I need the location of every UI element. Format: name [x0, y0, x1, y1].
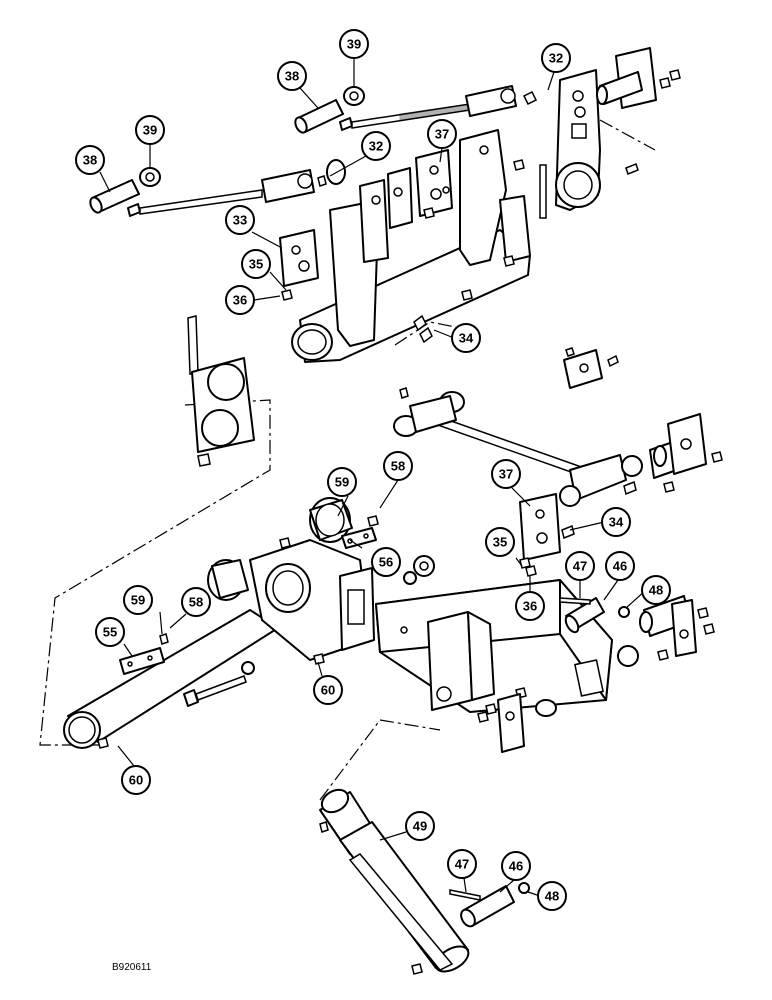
- callout-37: 37: [427, 119, 457, 149]
- callout-33: 33: [225, 205, 255, 235]
- callout-60: 60: [121, 765, 151, 795]
- callout-label: 33: [233, 213, 247, 228]
- callout-56: 56: [371, 547, 401, 577]
- callout-60: 60: [313, 675, 343, 705]
- plate-56: [341, 527, 377, 549]
- callout-37: 37: [491, 459, 521, 489]
- pivot-bracket-right: [539, 47, 681, 219]
- link-bar-upper: [465, 85, 538, 117]
- callout-label: 48: [649, 583, 663, 598]
- callout-label: 60: [321, 683, 335, 698]
- plate-33: [279, 229, 319, 287]
- callout-label: 56: [379, 555, 393, 570]
- callout-label: 38: [83, 153, 97, 168]
- leader-lines: [99, 58, 647, 897]
- callout-label: 46: [509, 859, 523, 874]
- callout-47: 47: [565, 551, 595, 581]
- small-plate-upper-right: [563, 347, 619, 389]
- callout-label: 39: [143, 123, 157, 138]
- callout-label: 55: [103, 625, 117, 640]
- washer-39-left: [139, 167, 161, 187]
- callout-58: 58: [383, 451, 413, 481]
- callout-label: 35: [249, 257, 263, 272]
- plate-55: [119, 647, 165, 675]
- pin-46-lower: [460, 885, 515, 928]
- callouts: 39 38 32 39 38 32 37 33: [75, 29, 671, 911]
- bushing-left: [207, 559, 249, 601]
- callout-38: 38: [75, 145, 105, 175]
- bracket-plate-right: [617, 595, 715, 667]
- callout-label: 34: [609, 515, 624, 530]
- callout-36: 36: [225, 285, 255, 315]
- callout-59: 59: [327, 467, 357, 497]
- callout-32: 32: [361, 131, 391, 161]
- bottom-bracket-plate: [477, 693, 525, 753]
- callout-48: 48: [537, 881, 567, 911]
- callout-59: 59: [123, 585, 153, 615]
- headlamp-bracket: [187, 315, 255, 467]
- callout-label: 32: [369, 139, 383, 154]
- rear-box-frame: [375, 579, 613, 717]
- plate-37-upper: [415, 149, 453, 217]
- callout-32: 32: [541, 43, 571, 73]
- drawing-code: B920611: [112, 962, 152, 973]
- callout-35: 35: [241, 249, 271, 279]
- callout-label: 59: [335, 475, 349, 490]
- callout-label: 34: [459, 331, 474, 346]
- callout-46: 46: [501, 851, 531, 881]
- pin-38-left: [89, 179, 140, 214]
- callout-label: 38: [285, 69, 299, 84]
- callout-35: 35: [485, 527, 515, 557]
- callout-46: 46: [605, 551, 635, 581]
- callout-39: 39: [339, 29, 369, 59]
- upper-tube-assembly: [291, 129, 531, 363]
- middle-hardware: [63, 387, 723, 753]
- pin-38-upper: [294, 99, 344, 134]
- callout-label: 58: [391, 459, 405, 474]
- callout-label: 32: [549, 51, 563, 66]
- link-bar-left: [261, 169, 315, 203]
- callout-58: 58: [181, 587, 211, 617]
- washer-39-upper: [343, 86, 365, 106]
- callout-47: 47: [447, 849, 477, 879]
- callout-label: 49: [413, 819, 427, 834]
- plate-37-lower: [519, 493, 575, 577]
- callout-39: 39: [135, 115, 165, 145]
- callout-label: 60: [129, 773, 143, 788]
- callout-label: 48: [545, 889, 559, 904]
- callout-label: 59: [131, 593, 145, 608]
- nut-center: [403, 555, 435, 585]
- callout-label: 36: [523, 599, 537, 614]
- callout-label: 39: [347, 37, 361, 52]
- cylinder-49: [319, 788, 470, 975]
- callout-label: 47: [455, 857, 469, 872]
- rod-assembly: [393, 387, 723, 507]
- callout-49: 49: [405, 811, 435, 841]
- callout-38: 38: [277, 61, 307, 91]
- callout-label: 58: [189, 595, 203, 610]
- callout-label: 37: [435, 127, 449, 142]
- lower-hardware: [319, 788, 530, 975]
- bolt-left: [127, 189, 263, 217]
- callout-36: 36: [515, 591, 545, 621]
- callout-34: 34: [451, 323, 481, 353]
- callout-55: 55: [95, 617, 125, 647]
- callout-label: 46: [613, 559, 627, 574]
- lower-main-arm: [63, 537, 375, 749]
- callout-48: 48: [641, 575, 671, 605]
- upper-pivot-hardware: [89, 47, 681, 467]
- callout-label: 37: [499, 467, 513, 482]
- bolt-lower: [183, 653, 325, 707]
- callout-34: 34: [601, 507, 631, 537]
- callout-label: 35: [493, 535, 507, 550]
- callout-label: 47: [573, 559, 587, 574]
- callout-label: 36: [233, 293, 247, 308]
